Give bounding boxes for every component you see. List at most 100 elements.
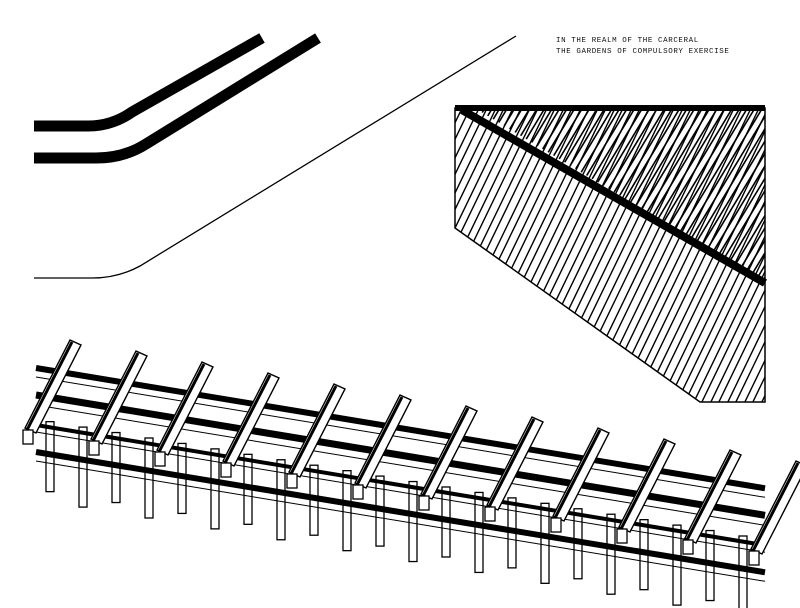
hatch-stroke: [672, 108, 765, 402]
pergola-post: [540, 502, 550, 584]
hatch-stroke: [103, 100, 253, 410]
pergola-beam-shadow: [421, 407, 470, 497]
pergola-beam-shadow: [25, 341, 74, 431]
pergola-beam-shadow: [751, 462, 800, 552]
hatch-stroke: [171, 100, 321, 410]
curved-ribbon-group: [34, 33, 321, 164]
hatch-stroke: [455, 108, 501, 402]
pergola-beam-post-cap: [22, 429, 34, 445]
hatch-stroke: [265, 100, 415, 410]
pergola-beam-post-cap: [682, 539, 694, 555]
pergola-beam-shadow: [685, 451, 734, 541]
hatch-stroke: [95, 100, 245, 410]
pergola-post: [672, 524, 682, 606]
hatch-stroke: [766, 100, 800, 410]
caption-line-1: IN THE REALM OF THE CARCERAL: [556, 37, 699, 45]
hatch-stroke: [527, 108, 679, 402]
hatch-stroke: [455, 108, 577, 402]
hatch-stroke: [455, 108, 458, 402]
pergola-structure: [22, 339, 800, 608]
hatch-stroke: [27, 100, 177, 410]
fine-hatch-stroke: [345, 108, 455, 290]
hatch-stroke: [455, 108, 535, 402]
fine-hatch-stroke: [330, 108, 440, 290]
hatch-stroke: [723, 108, 765, 402]
pergola-beam-shadow: [157, 363, 206, 453]
hatch-stroke: [214, 100, 364, 410]
fine-hatch-stroke: [478, 110, 554, 283]
pergola-beam-shadow: [223, 374, 272, 464]
hatch-stroke: [455, 108, 518, 402]
hatch-stroke: [86, 100, 236, 410]
hatch-stroke: [775, 100, 800, 410]
fine-hatch-stroke: [734, 110, 765, 283]
caption-line-2: THE GARDENS OF COMPULSORY EXERCISE: [556, 48, 730, 56]
hatch-stroke: [731, 108, 765, 402]
fine-hatch-stroke: [315, 108, 425, 290]
pergola-rail: [35, 449, 766, 576]
hatch-stroke: [455, 108, 526, 402]
fine-hatch-stroke: [764, 110, 765, 283]
hatch-stroke: [222, 100, 372, 410]
hatch-stroke: [273, 100, 423, 410]
pergola-beam-shadow: [553, 429, 602, 519]
hatch-stroke: [455, 108, 492, 402]
fine-hatch-stroke: [360, 108, 470, 290]
curved-ribbon-lower: [34, 33, 321, 164]
pergola-beam-post-cap: [154, 451, 166, 467]
fine-hatch-stroke: [719, 110, 765, 283]
hatch-stroke: [553, 108, 705, 402]
pergola-rail-edge: [35, 460, 766, 582]
hatch-stroke: [154, 100, 304, 410]
hatch-stroke: [663, 108, 765, 402]
hatch-stroke: [282, 100, 432, 410]
hatch-stroke: [706, 108, 765, 402]
fine-hatch-stroke: [651, 110, 764, 283]
pergola-beam-post-cap: [748, 550, 760, 566]
pergola-post: [78, 426, 88, 508]
hatch-stroke: [197, 100, 347, 410]
pergola-post: [342, 470, 352, 552]
hatch-stroke: [205, 100, 355, 410]
hatch-stroke: [629, 108, 765, 402]
artwork-caption: IN THE REALM OF THE CARCERAL THE GARDENS…: [556, 36, 756, 58]
hatch-stroke: [1, 100, 151, 410]
hatch-stroke: [621, 108, 765, 402]
hatch-stroke: [239, 100, 389, 410]
hatch-stroke: [455, 108, 484, 402]
fine-hatch-stroke: [726, 110, 765, 283]
hatch-stroke: [163, 100, 313, 410]
pergola-beam-post-cap: [484, 506, 496, 522]
pergola-rail: [35, 365, 766, 492]
hatch-stroke: [714, 108, 765, 402]
hatch-stroke: [792, 100, 800, 410]
hatch-stroke: [655, 108, 765, 402]
pergola-post: [606, 513, 616, 595]
hatch-stroke: [188, 100, 338, 410]
pergola-rail-edge: [35, 376, 766, 498]
fine-hatch-stroke: [353, 108, 463, 290]
field-diagonal-band: [460, 106, 767, 287]
pergola-post: [276, 459, 286, 541]
fine-hatch-stroke: [300, 108, 410, 290]
hatch-stroke: [0, 100, 109, 410]
pergola-beam-post-cap: [418, 495, 430, 511]
pergola-post: [210, 448, 220, 530]
curved-ribbon-upper: [34, 33, 265, 132]
hatch-stroke: [290, 100, 440, 410]
hatch-stroke: [455, 108, 560, 402]
fine-hatch-stroke: [293, 108, 403, 290]
pergola-beam-post-cap: [550, 517, 562, 533]
hatch-stroke: [256, 100, 406, 410]
hatch-stroke: [561, 108, 713, 402]
pergola-beam-shadow: [91, 352, 140, 442]
pergola-beam-shadow: [289, 385, 338, 475]
fine-hatch-stroke: [795, 108, 800, 290]
pergola-beam-post-cap: [352, 484, 364, 500]
pergola-beam-post-cap: [616, 528, 628, 544]
hatch-stroke: [697, 108, 765, 402]
fine-hatch-stroke: [478, 110, 494, 283]
hatch-stroke: [299, 100, 449, 410]
hatch-stroke: [231, 100, 381, 410]
